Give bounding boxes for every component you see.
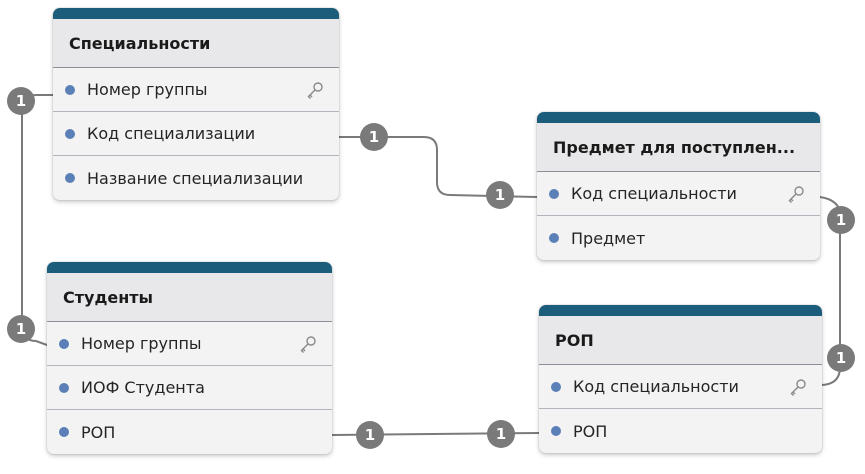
cardinality-badge[interactable]: 1 <box>7 87 35 115</box>
cardinality-badge[interactable]: 1 <box>827 344 855 372</box>
cardinality-badge[interactable]: 1 <box>827 206 855 234</box>
field-dot-icon <box>551 426 561 436</box>
field-label: Название специализации <box>87 168 304 188</box>
field-dot-icon <box>59 382 69 393</box>
field-label: Номер группы <box>87 80 208 99</box>
table-card-specialties[interactable]: Специальности Номер группы Код специализ… <box>53 8 339 200</box>
relationship-line-subject-rop[interactable] <box>819 196 841 386</box>
field-row[interactable]: Название специализации <box>53 156 339 200</box>
table-title[interactable]: Студенты <box>47 273 332 322</box>
field-label: РОП <box>573 421 608 441</box>
table-header-bar <box>537 112 820 123</box>
table-title[interactable]: Специальности <box>53 19 339 68</box>
table-header-bar <box>47 262 332 273</box>
field-row[interactable]: Код специализации <box>53 112 339 156</box>
cardinality-badge[interactable]: 1 <box>360 123 388 151</box>
field-label: Код специальности <box>573 377 739 396</box>
cardinality-badge[interactable]: 1 <box>487 420 515 448</box>
field-dot-icon <box>59 427 69 437</box>
cardinality-badge[interactable]: 1 <box>7 315 35 343</box>
relationship-line-specialties-subject[interactable] <box>339 136 538 198</box>
key-icon <box>307 81 323 99</box>
table-card-students[interactable]: Студенты Номер группы ИОФ Студента РОП <box>47 262 332 454</box>
key-icon <box>790 378 806 396</box>
field-dot-icon <box>549 233 559 243</box>
field-dot-icon <box>549 188 559 199</box>
field-row[interactable]: ИОФ Студента <box>47 366 332 410</box>
field-label: Код специальности <box>571 184 737 203</box>
field-dot-icon <box>65 128 75 139</box>
field-row[interactable]: РОП <box>47 410 332 454</box>
table-title[interactable]: РОП <box>539 316 822 365</box>
field-label: ИОФ Студента <box>81 378 205 397</box>
field-row[interactable]: Код специальности <box>537 172 820 216</box>
cardinality-badge[interactable]: 1 <box>356 421 384 449</box>
field-label: Номер группы <box>81 334 202 353</box>
field-dot-icon <box>59 338 69 349</box>
field-label: РОП <box>81 422 116 442</box>
table-header-bar <box>53 8 339 19</box>
field-row[interactable]: Код специальности <box>539 365 822 409</box>
field-label: Код специализации <box>87 124 256 143</box>
table-title[interactable]: Предмет для поступлен... <box>537 123 820 172</box>
field-dot-icon <box>65 84 75 95</box>
table-card-rop[interactable]: РОП Код специальности РОП <box>539 305 822 453</box>
field-label: Предмет <box>571 228 646 248</box>
table-card-admission-subject[interactable]: Предмет для поступлен... Код специальнос… <box>537 112 820 260</box>
field-dot-icon <box>551 381 561 392</box>
cardinality-badge[interactable]: 1 <box>486 181 514 209</box>
table-header-bar <box>539 305 822 316</box>
field-row[interactable]: РОП <box>539 409 822 453</box>
key-icon <box>788 185 804 203</box>
field-dot-icon <box>65 173 75 183</box>
field-row[interactable]: Предмет <box>537 216 820 260</box>
field-row[interactable]: Номер группы <box>47 322 332 366</box>
key-icon <box>300 335 316 353</box>
field-row[interactable]: Номер группы <box>53 68 339 112</box>
